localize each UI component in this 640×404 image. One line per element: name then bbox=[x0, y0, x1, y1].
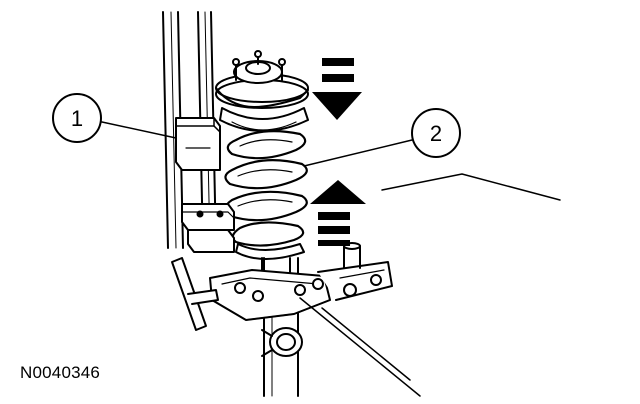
callout-2-number: 2 bbox=[430, 121, 442, 146]
lower-rod-clamp bbox=[181, 203, 235, 253]
callout-2: 2 bbox=[411, 108, 461, 158]
down-arrow bbox=[312, 58, 362, 120]
callout-1-circle bbox=[52, 93, 102, 143]
figure-id: N0040346 bbox=[20, 363, 101, 382]
callout-1-number: 1 bbox=[71, 106, 83, 131]
leader-lines bbox=[101, 121, 413, 167]
coil-spring bbox=[224, 130, 308, 247]
holding-fixture bbox=[209, 261, 393, 321]
leader-line-1 bbox=[101, 121, 177, 139]
leader-line-2 bbox=[303, 139, 413, 167]
callout-2-circle bbox=[411, 108, 461, 158]
upper-strut-mount bbox=[215, 50, 309, 109]
bench-lines bbox=[299, 173, 561, 397]
lower-spring-seat bbox=[235, 243, 305, 260]
upper-rod-clamp bbox=[175, 117, 221, 171]
lower-pivot bbox=[261, 327, 303, 357]
up-arrow bbox=[310, 180, 366, 246]
upper-spring-seat bbox=[219, 107, 309, 132]
callout-1: 1 bbox=[52, 93, 102, 143]
vise-handle bbox=[171, 257, 219, 331]
right-post bbox=[343, 242, 361, 269]
